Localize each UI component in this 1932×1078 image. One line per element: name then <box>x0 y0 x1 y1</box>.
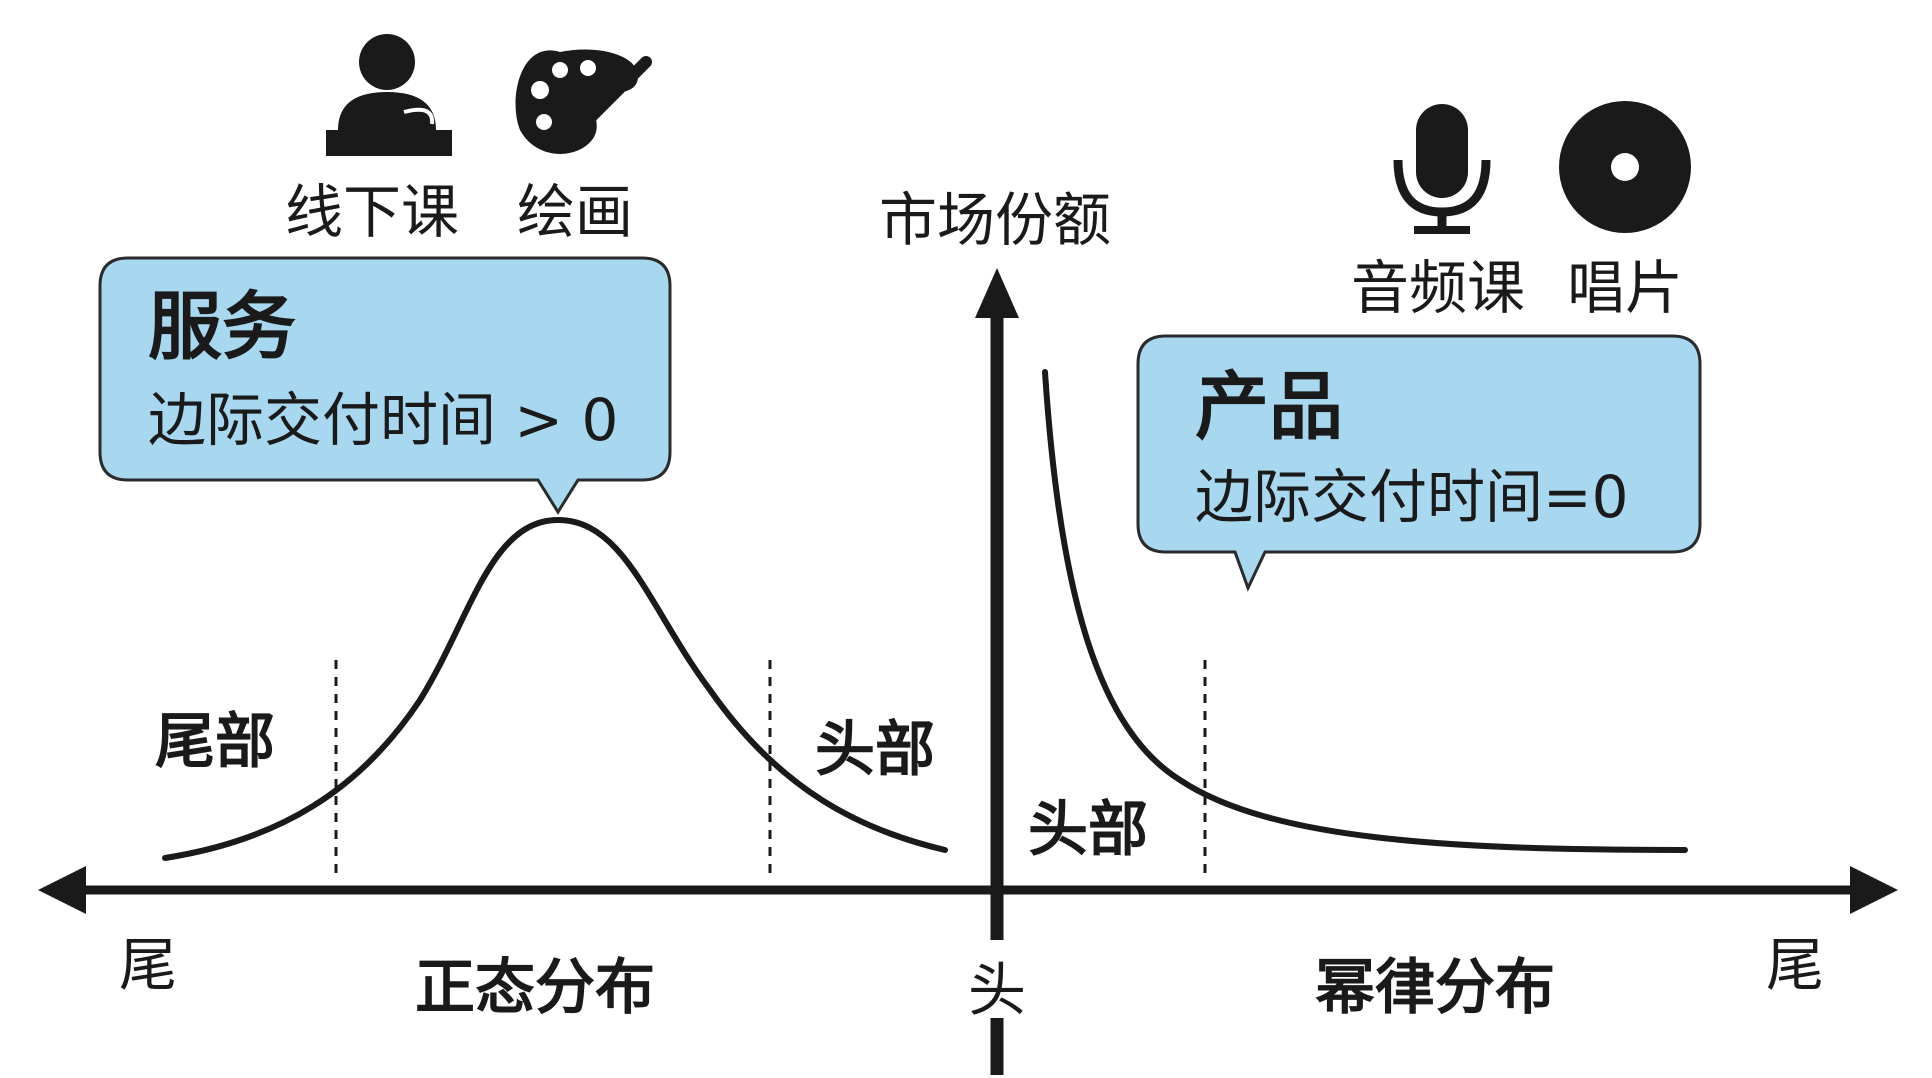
service-bubble-title: 服务 <box>148 284 296 370</box>
axis-right-arrow <box>1850 866 1898 914</box>
audio-class-label: 音频课 <box>1351 254 1525 322</box>
right-head-label: 头部 <box>1028 795 1148 865</box>
product-bubble-title: 产品 <box>1195 364 1343 450</box>
normal-distribution-curve <box>162 516 948 861</box>
axis-up-arrow <box>975 268 1019 318</box>
power-law-label: 幂律分布 <box>1315 953 1555 1023</box>
product-bubble-subtitle: 边际交付时间=0 <box>1195 463 1629 531</box>
vinyl-record-label: 唱片 <box>1567 254 1683 322</box>
service-bubble-subtitle: 边际交付时间 > 0 <box>148 386 618 454</box>
service-bubble: 服务 边际交付时间 > 0 <box>98 256 672 515</box>
product-bubble: 产品 边际交付时间=0 <box>1136 334 1702 592</box>
painting-label: 绘画 <box>517 178 633 246</box>
origin-label: 头 <box>968 956 1026 1024</box>
left-tail-label: 尾部 <box>155 707 275 777</box>
power-law-curve <box>1042 369 1688 853</box>
left-end-label: 尾 <box>119 931 177 999</box>
vinyl-record-icon <box>1559 101 1691 233</box>
left-head-label: 头部 <box>815 715 935 785</box>
microphone-icon <box>1393 104 1491 234</box>
y-axis-label: 市场份额 <box>879 186 1111 254</box>
normal-distribution-label: 正态分布 <box>415 953 655 1023</box>
offline-class-icon <box>326 34 452 156</box>
axis-left-arrow <box>38 866 86 914</box>
horizontal-axis <box>38 866 1898 914</box>
offline-class-label: 线下课 <box>285 178 459 246</box>
painting-palette-icon <box>515 49 652 154</box>
right-end-label: 尾 <box>1766 931 1824 999</box>
vertical-axis <box>975 268 1019 1075</box>
